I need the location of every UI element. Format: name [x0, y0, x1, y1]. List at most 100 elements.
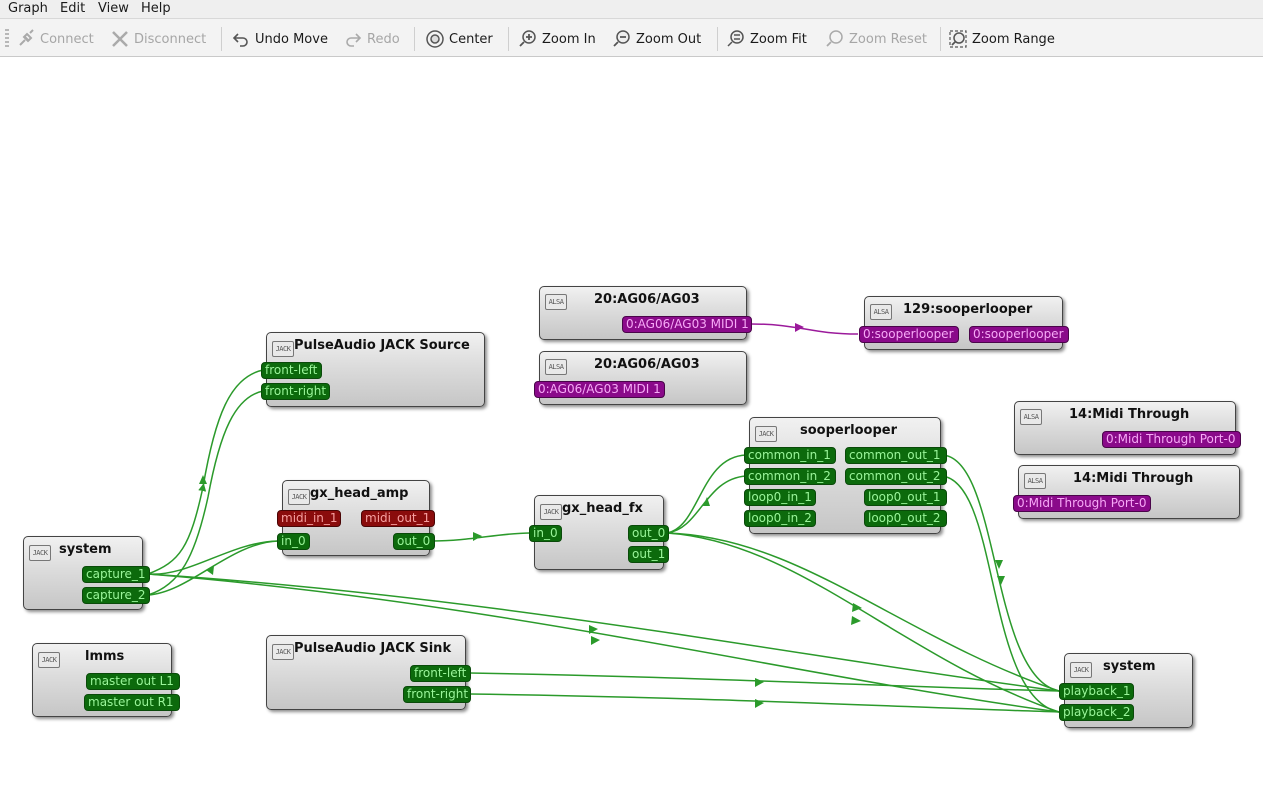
node-title: lmms	[85, 649, 125, 664]
midi-input-port[interactable]: midi_in_1	[277, 510, 341, 527]
pulseaudio-jack-sink-node[interactable]: JACK PulseAudio JACK Sink front-left fro…	[266, 635, 471, 710]
wire-common-out1-playback1[interactable]	[941, 454, 1060, 692]
jack-icon: JACK	[272, 644, 294, 660]
output-port-out-0[interactable]: out_0	[393, 533, 435, 550]
wire-fx-out-common-in2[interactable]	[666, 475, 747, 534]
input-port-playback-1[interactable]: playback_1	[1059, 683, 1134, 700]
connect-label: Connect	[40, 31, 94, 47]
input-port[interactable]: 0:AG06/AG03 MIDI 1	[534, 381, 665, 398]
wire-arrow	[703, 497, 710, 506]
input-port-common-in-1[interactable]: common_in_1	[744, 447, 836, 464]
redo-button[interactable]: Redo	[343, 28, 400, 50]
menu-help[interactable]: Help	[141, 1, 171, 16]
alsa-ag06-input-node[interactable]: ALSA 20:AG06/AG03 0:AG06/AG03 MIDI 1	[534, 351, 747, 405]
output-port-front-right[interactable]: front-right	[403, 686, 471, 703]
alsa-icon: ALSA	[1024, 473, 1046, 489]
input-port[interactable]: 0:sooperlooper	[859, 326, 959, 343]
pulseaudio-jack-source-node[interactable]: JACK PulseAudio JACK Source front-left f…	[261, 332, 485, 407]
undo-move-button[interactable]: Undo Move	[231, 28, 328, 50]
wire-capture1-playback1[interactable]	[147, 573, 1060, 692]
wire-arrow	[795, 323, 804, 332]
wire-common-out2-playback2[interactable]	[941, 475, 1060, 713]
zoom-reset-button[interactable]: Zoom Reset	[825, 28, 927, 50]
output-port[interactable]: 0:sooperlooper	[969, 326, 1069, 343]
output-port[interactable]: 0:Midi Through Port-0	[1102, 431, 1241, 448]
toolbar-separator	[414, 27, 415, 51]
zoom-fit-icon	[727, 30, 744, 47]
zoom-range-button[interactable]: Zoom Range	[948, 28, 1055, 50]
input-port-common-in-2[interactable]: common_in_2	[744, 468, 836, 485]
menu-graph[interactable]: Graph	[8, 1, 48, 16]
node-title: 20:AG06/AG03	[594, 357, 700, 372]
connect-button[interactable]: Connect	[16, 28, 94, 50]
center-label: Center	[449, 31, 493, 47]
zoom-out-label: Zoom Out	[636, 31, 702, 47]
zoom-in-button[interactable]: Zoom In	[518, 28, 596, 50]
alsa-ag06-output-node[interactable]: ALSA 20:AG06/AG03 0:AG06/AG03 MIDI 1	[539, 286, 752, 340]
input-port-loop0-in-2[interactable]: loop0_in_2	[744, 510, 816, 527]
sooperlooper-node[interactable]: JACK sooperlooper common_in_1 common_in_…	[744, 417, 947, 534]
wire-ag06-midi-sooperlooper[interactable]	[750, 323, 859, 335]
output-port-master-out-l1[interactable]: master out L1	[86, 673, 180, 690]
wire-sink-left-playback1[interactable]	[469, 672, 1060, 692]
disconnect-button[interactable]: Disconnect	[110, 28, 206, 50]
center-icon	[426, 30, 444, 48]
output-port-loop0-out-1[interactable]: loop0_out_1	[864, 489, 947, 506]
system-capture-node[interactable]: JACK system capture_1 capture_2	[23, 536, 150, 610]
toolbar-separator	[940, 27, 941, 51]
input-port-front-right[interactable]: front-right	[261, 383, 330, 400]
toolbar-grip[interactable]	[5, 29, 9, 47]
wire-fx-out-common-in1[interactable]	[666, 454, 747, 534]
wire-sink-right-playback2[interactable]	[469, 693, 1060, 713]
input-port-loop0-in-1[interactable]: loop0_in_1	[744, 489, 816, 506]
graph-canvas[interactable]: ALSA 20:AG06/AG03 0:AG06/AG03 MIDI 1 ALS…	[0, 57, 1263, 810]
wire-arrow	[199, 475, 207, 484]
wire-capture2-pa-front-right[interactable]	[147, 390, 264, 596]
gx-head-amp-node[interactable]: JACK gx_head_amp midi_in_1 midi_out_1 in…	[277, 480, 435, 556]
midi-output-port[interactable]: midi_out_1	[361, 510, 435, 527]
node-title: PulseAudio JACK Sink	[294, 641, 452, 656]
zoom-reset-icon	[826, 30, 843, 47]
lmms-node[interactable]: JACK lmms master out L1 master out R1	[32, 643, 180, 717]
alsa-icon: ALSA	[870, 304, 892, 320]
output-port-master-out-r1[interactable]: master out R1	[84, 694, 180, 711]
node-title: PulseAudio JACK Source	[294, 338, 470, 353]
redo-label: Redo	[367, 31, 400, 47]
input-port-in-0[interactable]: in_0	[529, 525, 562, 542]
output-port-common-out-2[interactable]: common_out_2	[845, 468, 947, 485]
disconnect-icon	[112, 31, 128, 47]
wire-capture1-pa-front-left[interactable]	[147, 369, 264, 575]
zoom-out-icon	[613, 30, 630, 47]
input-port-front-left[interactable]: front-left	[261, 362, 322, 379]
output-port-out-1[interactable]: out_1	[628, 546, 669, 563]
input-port-in-0[interactable]: in_0	[277, 533, 310, 550]
wire-amp-out-fx-in[interactable]	[431, 532, 531, 542]
wire-fx-out-playback1[interactable]	[666, 532, 1060, 692]
output-port-common-out-1[interactable]: common_out_1	[845, 447, 947, 464]
menu-edit[interactable]: Edit	[60, 1, 86, 16]
system-playback-node[interactable]: JACK system playback_1 playback_2	[1059, 653, 1193, 728]
center-button[interactable]: Center	[425, 28, 493, 50]
connect-icon	[19, 29, 34, 46]
alsa-sooperlooper-node[interactable]: ALSA 129:sooperlooper 0:sooperlooper 0:s…	[859, 296, 1069, 350]
alsa-midi-through-input-node[interactable]: ALSA 14:Midi Through 0:Midi Through Port…	[1013, 465, 1240, 519]
node-title: system	[59, 542, 112, 557]
zoom-out-button[interactable]: Zoom Out	[612, 28, 701, 50]
output-port-loop0-out-2[interactable]: loop0_out_2	[864, 510, 947, 527]
output-port-capture-1[interactable]: capture_1	[82, 566, 150, 583]
alsa-midi-through-output-node[interactable]: ALSA 14:Midi Through 0:Midi Through Port…	[1014, 401, 1241, 455]
zoom-in-icon	[519, 30, 536, 47]
zoom-fit-button[interactable]: Zoom Fit	[726, 28, 807, 50]
output-port[interactable]: 0:AG06/AG03 MIDI 1	[622, 316, 752, 333]
wire-capture2-playback2[interactable]	[147, 573, 1060, 713]
output-port-front-left[interactable]: front-left	[410, 665, 471, 682]
wire-arrow	[851, 616, 861, 625]
output-port-capture-2[interactable]: capture_2	[82, 587, 150, 604]
jack-icon: JACK	[1070, 662, 1092, 678]
output-port-out-0[interactable]: out_0	[628, 525, 669, 542]
jack-icon: JACK	[755, 426, 777, 442]
menu-view[interactable]: View	[98, 1, 129, 16]
input-port[interactable]: 0:Midi Through Port-0	[1013, 495, 1151, 512]
input-port-playback-2[interactable]: playback_2	[1059, 704, 1134, 721]
gx-head-fx-node[interactable]: JACK gx_head_fx in_0 out_0 out_1	[529, 495, 669, 570]
